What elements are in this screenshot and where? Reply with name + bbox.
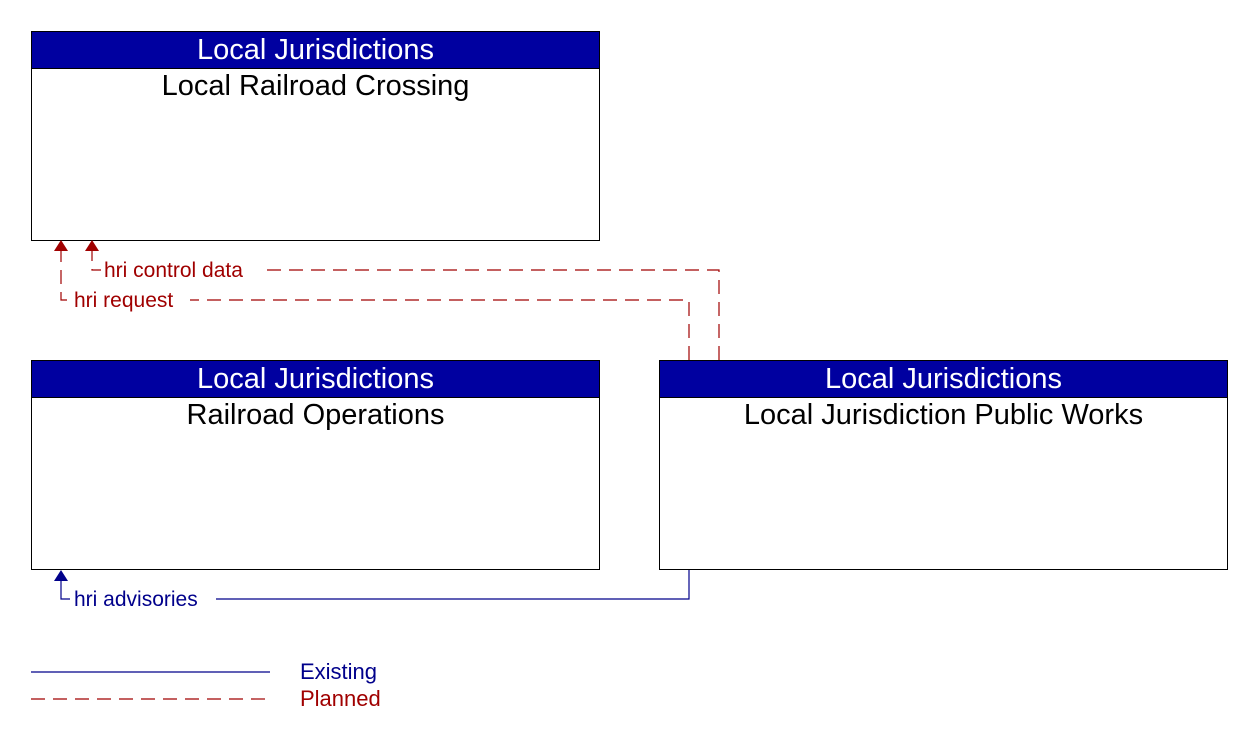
- railroad-operations-title: Railroad Operations: [186, 399, 445, 431]
- local-railroad-crossing-group: Local Jurisdictions: [32, 32, 599, 69]
- flow-hri-advisories-arrowhead: [54, 570, 68, 581]
- legend-existing-label: Existing: [300, 659, 378, 684]
- flow-hri-control-data-line: [91, 250, 720, 360]
- flow-hri-request-label: hri request: [74, 289, 173, 312]
- railroad-operations-group: Local Jurisdictions: [32, 361, 599, 398]
- local-jurisdiction-public-works-title: Local Jurisdiction Public Works: [743, 399, 1144, 431]
- flow-hri-control-data-label: hri control data: [104, 259, 243, 282]
- flow-hri-advisories-line: [60, 570, 690, 600]
- legend-planned-label: Planned: [300, 686, 381, 711]
- local-jurisdiction-public-works-group: Local Jurisdictions: [660, 361, 1227, 398]
- flow-hri-request-arrowhead: [54, 240, 68, 251]
- railroad-operations-box: Local Jurisdictions Railroad Operations: [31, 360, 600, 570]
- flow-hri-advisories-label: hri advisories: [74, 588, 198, 611]
- flow-hri-control-data-label-bg: [101, 258, 261, 282]
- local-jurisdiction-public-works-box: Local Jurisdictions Local Jurisdiction P…: [659, 360, 1228, 570]
- local-railroad-crossing-box: Local Jurisdictions Local Railroad Cross…: [31, 31, 600, 241]
- flow-hri-advisories-label-bg: [70, 587, 216, 611]
- flow-hri-control-data-arrowhead: [85, 240, 99, 251]
- local-railroad-crossing-title: Local Railroad Crossing: [161, 70, 470, 102]
- flow-hri-request-label-bg: [70, 288, 190, 312]
- flow-hri-request-line: [60, 250, 690, 360]
